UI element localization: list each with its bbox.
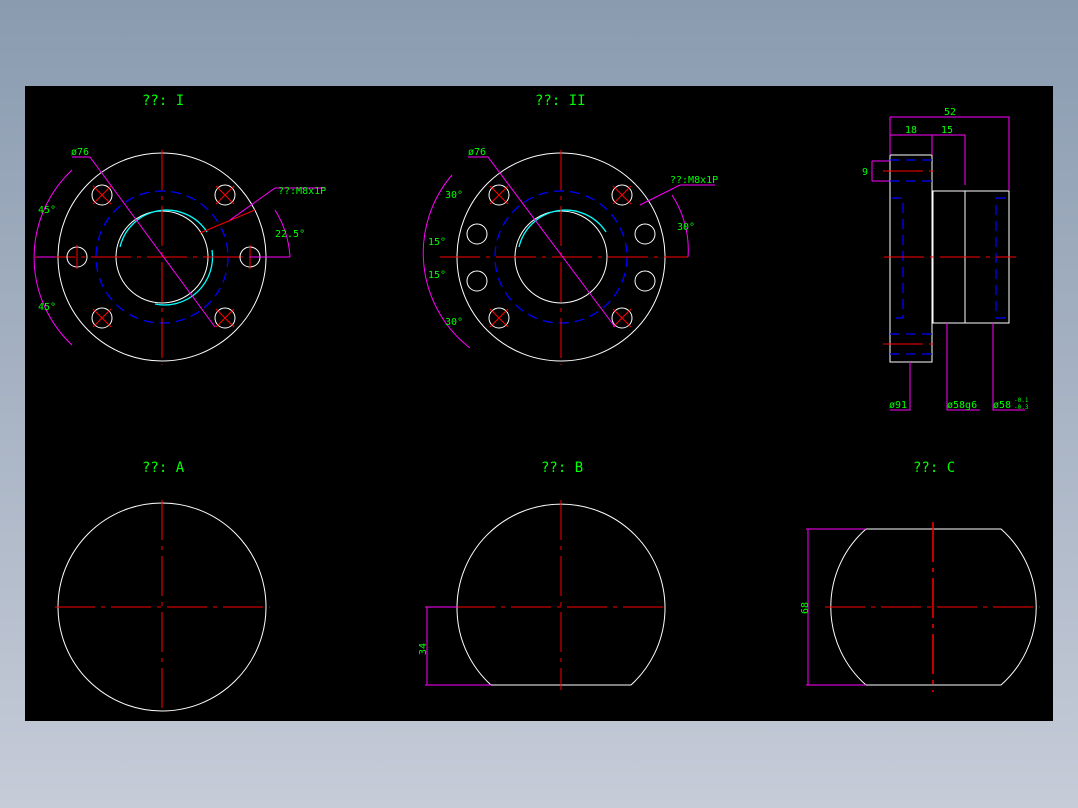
view-1: ??: I ø76 ??:M8x1P 22.5° 45° 45° (33, 93, 326, 365)
dim-d58g6: ø58g6 (947, 400, 977, 411)
dim-18: 18 (905, 125, 917, 136)
view-2-thread: ??:M8x1P (670, 175, 718, 186)
view-2-angle-4: 30° (445, 317, 463, 328)
view-2-angle-right: 30° (677, 222, 695, 233)
view-a-title: ??: A (142, 460, 185, 476)
view-2-title: ??: II (535, 93, 586, 109)
cad-drawing-canvas[interactable]: ??: I ø76 ??:M8x1P 22.5° 45° 45° ??: II (25, 86, 1053, 721)
bolt-holes (466, 184, 656, 329)
view-c: ??: C 68 (800, 460, 1040, 692)
bolt-holes (66, 184, 261, 329)
view-2-angle-3: 15° (428, 270, 446, 281)
view-2-angle-2: 15° (428, 237, 446, 248)
view-2-angle-1: 30° (445, 190, 463, 201)
view-c-dim: 68 (800, 602, 811, 614)
view-1-angle-22: 22.5° (275, 229, 305, 240)
view-1-title: ??: I (142, 93, 184, 109)
dim-15: 15 (941, 125, 953, 136)
dim-9: 9 (862, 167, 868, 178)
dim-d58: ø58 (993, 400, 1011, 411)
view-1-diameter: ø76 (71, 147, 89, 158)
view-1-thread: ??:M8x1P (278, 186, 326, 197)
dim-d91: ø91 (889, 400, 907, 411)
view-b-title: ??: B (541, 460, 583, 476)
view-b-dim: 34 (418, 643, 429, 655)
side-view: 52 18 15 9 ø91 ø58g6 ø58 -0.1 -0.3 (862, 107, 1029, 411)
view-2: ??: II ø76 ??:M8x1P 30° 30° 15° 15° 30° (422, 93, 718, 365)
view-a: ??: A (55, 460, 270, 712)
dim-d58-tol-upper: -0.1 (1014, 397, 1029, 404)
view-b: ??: B 34 (418, 460, 668, 690)
view-1-angle-45-bottom: 45° (38, 302, 56, 313)
dim-52: 52 (944, 107, 956, 118)
view-2-diameter: ø76 (468, 147, 486, 158)
dim-d58-tol-lower: -0.3 (1014, 404, 1029, 411)
drawing: ??: I ø76 ??:M8x1P 22.5° 45° 45° ??: II (33, 93, 1040, 712)
view-c-title: ??: C (913, 460, 955, 476)
view-1-angle-45-top: 45° (38, 205, 56, 216)
